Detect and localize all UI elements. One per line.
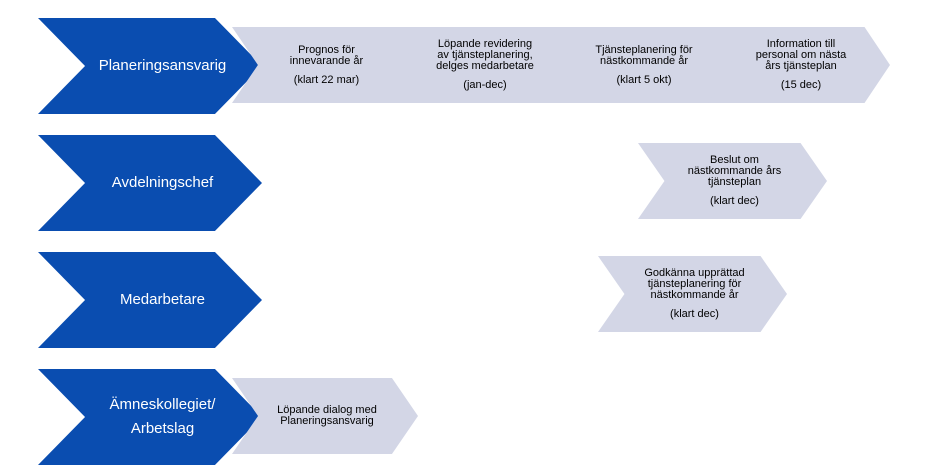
step-text-line: nästkommande år <box>650 289 739 301</box>
role-planeringsansvarig: Planeringsansvarig <box>38 18 262 114</box>
step-text-line: Beslut om <box>710 154 759 166</box>
step-text-line: tjänsteplanering för <box>647 278 742 290</box>
role-amneskollegiet-arbetslag: Ämneskollegiet/ Arbetslag <box>38 369 262 465</box>
step-text-line: delges medarbetare <box>436 60 534 72</box>
role-label-line: Arbetslag <box>130 420 195 437</box>
step-text-line: Prognos för <box>298 43 355 56</box>
role-label: Planeringsansvarig <box>98 57 227 74</box>
step-date: (jan-dec) <box>463 79 507 91</box>
role-label: Medarbetare <box>119 291 206 308</box>
step-text-line: Löpande revidering <box>437 38 533 50</box>
step-lopande-dialog: Löpande dialog med Planeringsansvarig <box>232 378 418 454</box>
step-prognos: Prognos för innevarande år (klart 22 mar… <box>232 27 417 103</box>
step-text-line: Tjänsteplanering för <box>595 43 693 56</box>
step-text-line: Löpande dialog med <box>277 404 377 416</box>
step-text-line: innevarande år <box>289 54 364 67</box>
step-text-line: Godkänna upprättad <box>644 267 745 279</box>
step-text-line: års tjänsteplan <box>765 60 837 72</box>
step-text-line: nästkommande år <box>599 54 689 67</box>
step-tjansteplanering: Tjänsteplanering för nästkommande år (kl… <box>549 27 735 103</box>
step-date: (klart dec) <box>670 308 719 320</box>
role-label-line: Ämneskollegiet/ <box>109 396 216 413</box>
step-date: (klart dec) <box>710 195 759 207</box>
step-information: Information till personal om nästa års t… <box>708 27 890 103</box>
role-label: Avdelningschef <box>111 174 214 191</box>
step-date: (15 dec) <box>780 79 822 91</box>
step-text-line: tjänsteplan <box>707 176 762 188</box>
step-text-line: av tjänsteplanering, <box>437 49 533 61</box>
step-text-line: Information till <box>766 38 836 50</box>
step-date: (klart 5 okt) <box>616 73 672 86</box>
step-date: (klart 22 mar) <box>293 73 360 86</box>
step-beslut: Beslut om nästkommande års tjänsteplan (… <box>638 143 827 219</box>
step-text-line: nästkommande års <box>687 165 782 177</box>
step-text-line: Planeringsansvarig <box>280 415 374 427</box>
role-medarbetare: Medarbetare <box>38 252 262 348</box>
step-godkanna: Godkänna upprättad tjänsteplanering för … <box>598 256 787 332</box>
role-avdelningschef: Avdelningschef <box>38 135 262 231</box>
step-text-line: personal om nästa <box>755 49 847 61</box>
step-lopande-revidering: Löpande revidering av tjänsteplanering, … <box>390 27 576 103</box>
